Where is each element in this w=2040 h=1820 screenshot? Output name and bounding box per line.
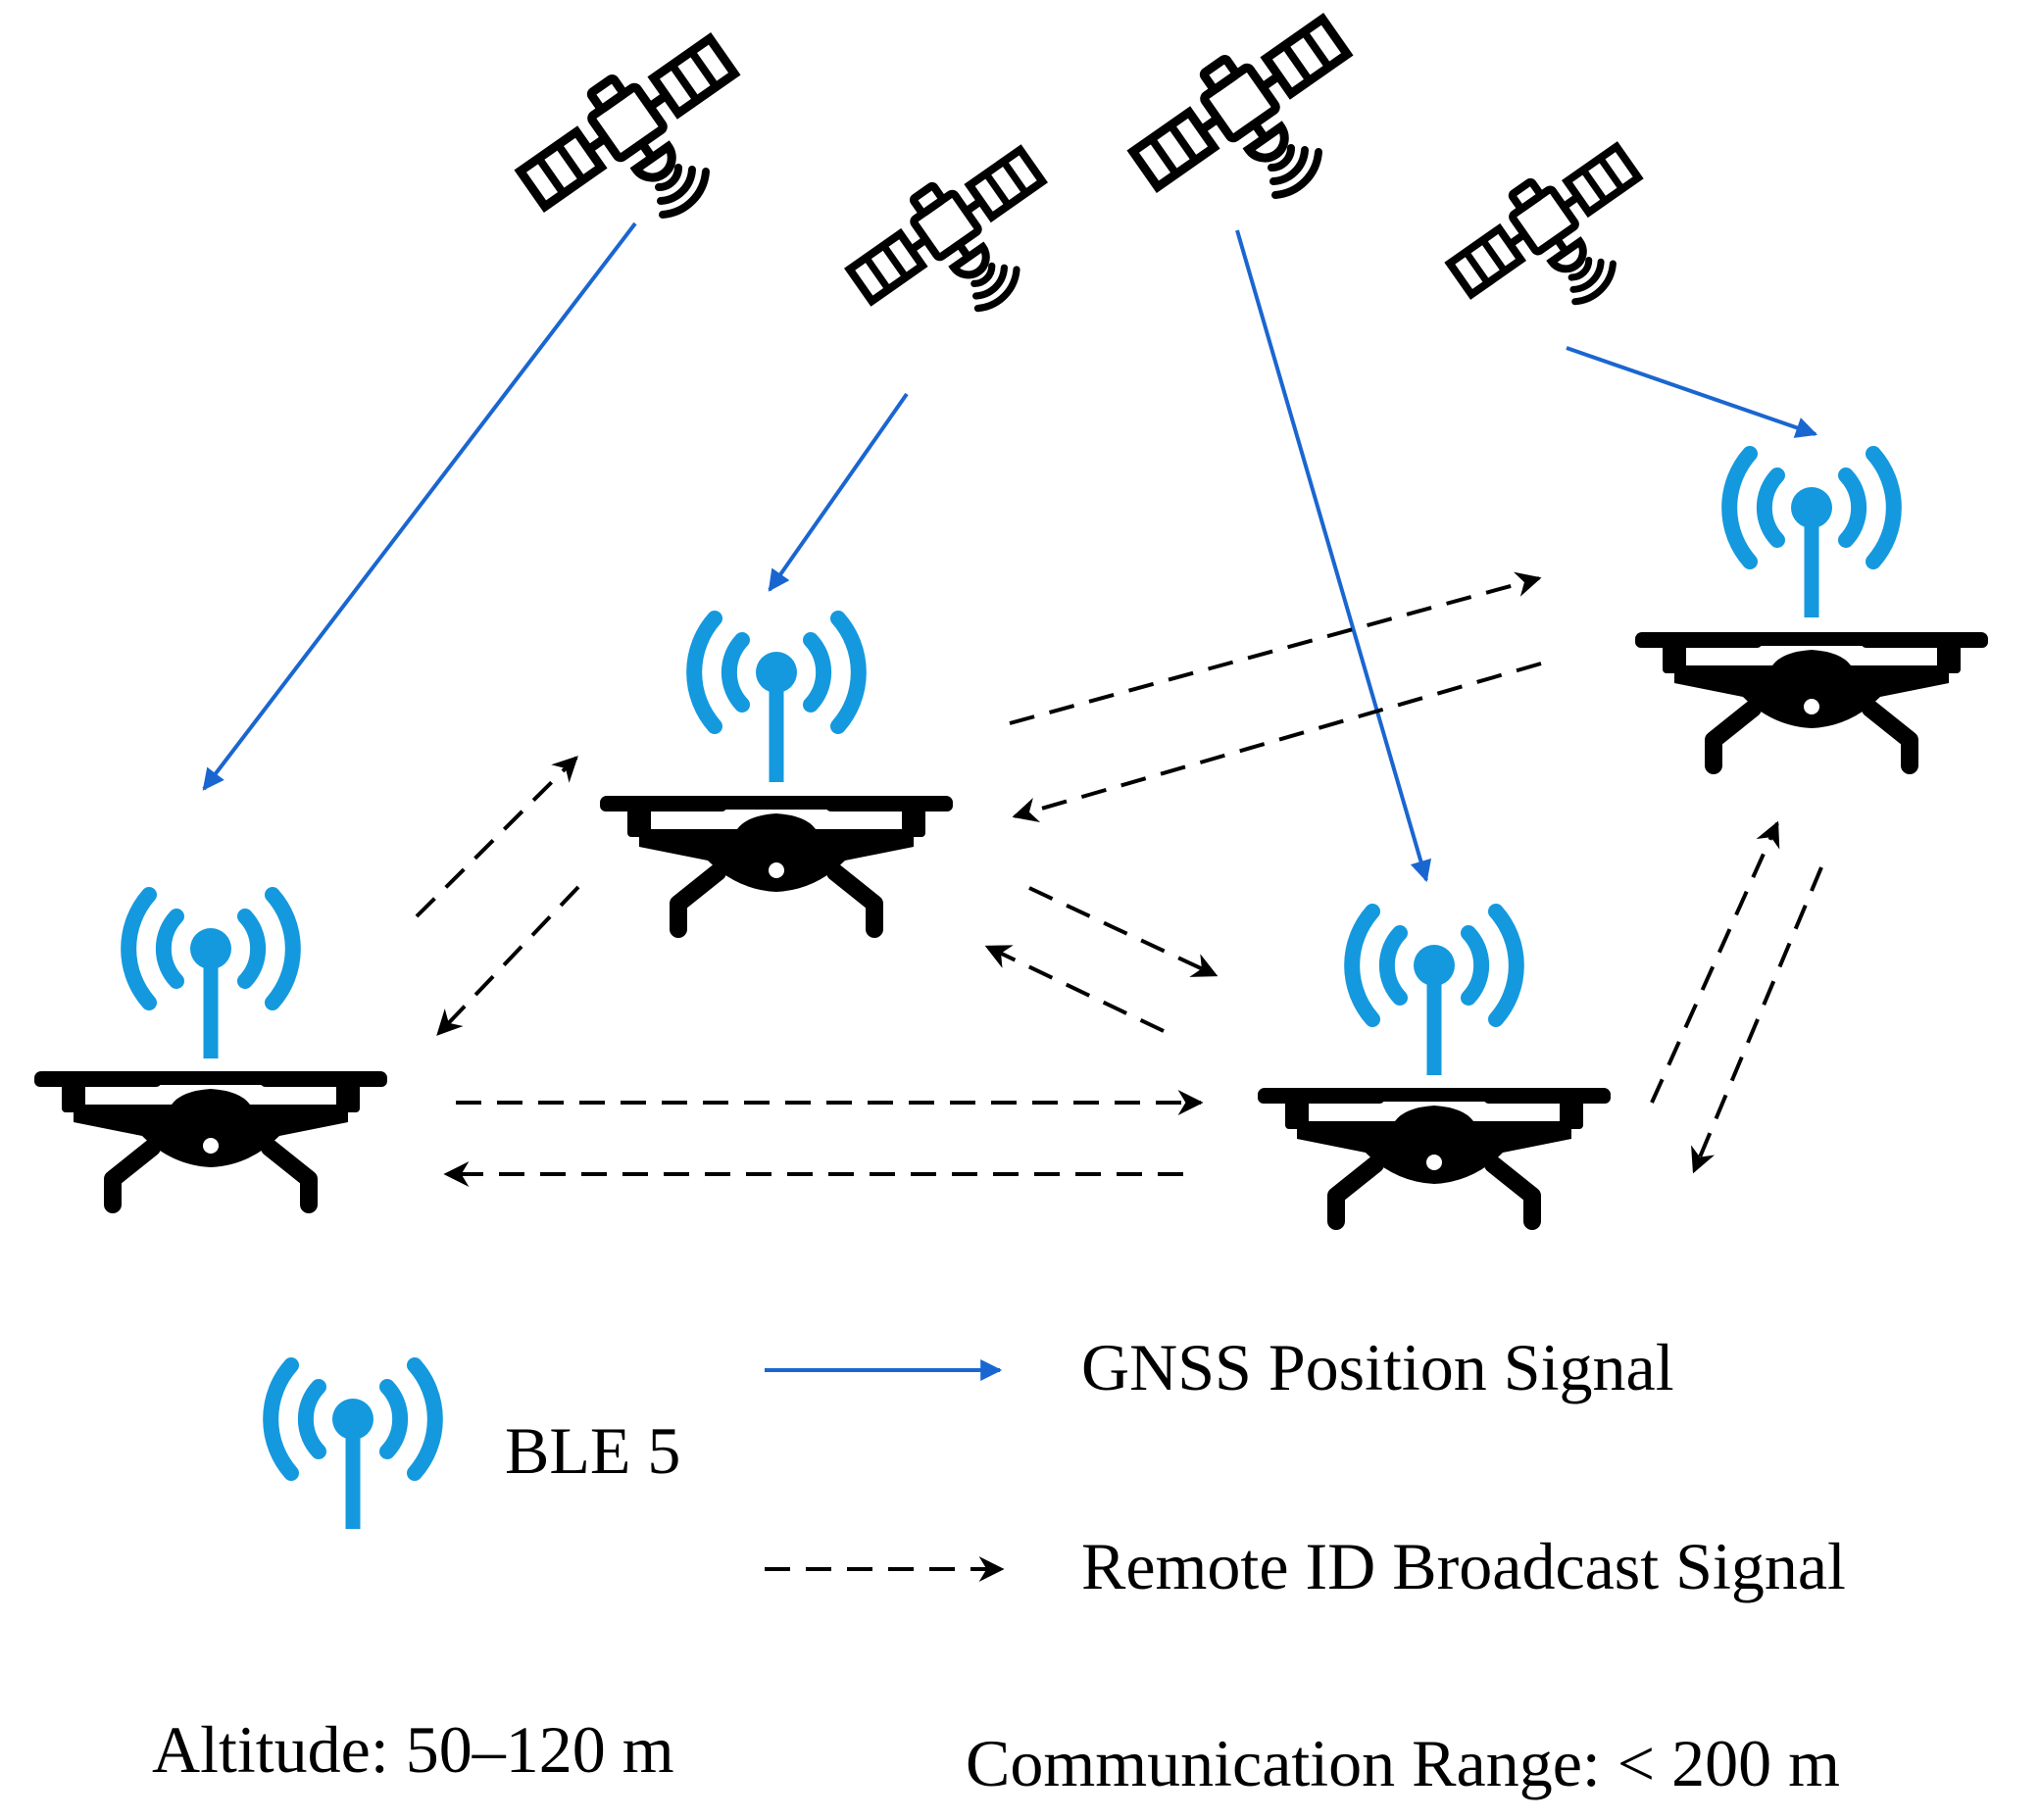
satellite-icon xyxy=(1438,129,1660,323)
gnss-signal-2 xyxy=(768,392,909,592)
ble-antenna-icon xyxy=(1729,454,1894,617)
broadcast-center-to-top-right xyxy=(1009,571,1542,725)
satellite-icon xyxy=(837,132,1064,331)
gnss-signal-1 xyxy=(202,221,637,791)
drone-center xyxy=(600,618,953,929)
broadcast-center-to-left xyxy=(436,885,580,1036)
drone-left xyxy=(34,895,387,1205)
drone-icon xyxy=(1258,1088,1611,1221)
broadcast-top-right-to-center xyxy=(1012,662,1542,822)
legend-ble-label: BLE 5 xyxy=(505,1413,680,1488)
communication-range-label: Communication Range: < 200 m xyxy=(966,1726,1840,1800)
broadcast-signal-lines xyxy=(415,571,1823,1187)
gnss-signal-lines xyxy=(202,221,1818,883)
drone-top-right xyxy=(1635,454,1988,765)
drone-icon xyxy=(1635,632,1988,765)
ble-antenna-icon xyxy=(271,1365,435,1529)
satellite-icon xyxy=(507,20,758,240)
legend: BLE 5 GNSS Position Signal Remote ID Bro… xyxy=(271,1330,1846,1603)
drone-bottom-right xyxy=(1258,911,1611,1221)
broadcast-bottom-right-to-center xyxy=(984,945,1165,1033)
drone-icon xyxy=(34,1071,387,1205)
satellite-icon xyxy=(1120,0,1370,221)
gnss-signal-4 xyxy=(1566,346,1818,438)
altitude-label: Altitude: 50–120 m xyxy=(152,1712,674,1787)
gnss-signal-3 xyxy=(1235,229,1432,883)
broadcast-left-to-center xyxy=(415,756,578,918)
legend-gnss-label: GNSS Position Signal xyxy=(1081,1330,1674,1404)
broadcast-top-right-to-bottom-right xyxy=(1691,866,1823,1174)
broadcast-bottom-right-to-top-right xyxy=(1650,820,1780,1104)
ble-antenna-icon xyxy=(128,895,293,1058)
drone-icon xyxy=(600,796,953,929)
legend-broadcast-label: Remote ID Broadcast Signal xyxy=(1081,1529,1846,1603)
ble-antenna-icon xyxy=(1352,911,1517,1075)
ble-antenna-icon xyxy=(694,618,859,782)
broadcast-center-to-bottom-right xyxy=(1028,886,1219,977)
